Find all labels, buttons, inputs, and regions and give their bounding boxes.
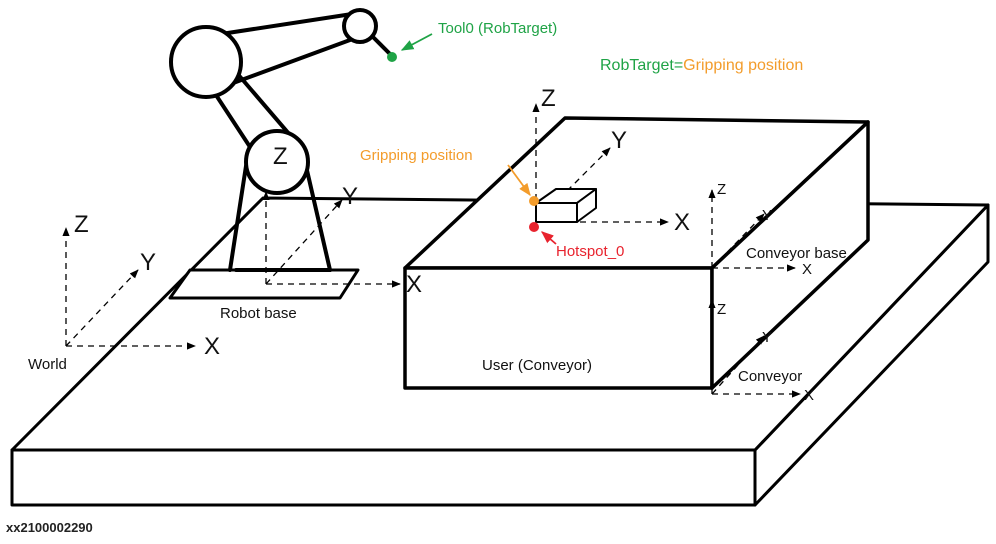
- gripping-position-label: Gripping position: [360, 147, 473, 164]
- hotspot-pointer: [541, 231, 557, 245]
- conveyor-frame: [708, 299, 801, 398]
- conveyor-base-y-label: Y: [762, 207, 772, 224]
- robtarget-value: Gripping position: [683, 57, 803, 74]
- robtarget-equals: =: [674, 57, 683, 74]
- hotspot-point: [529, 222, 539, 232]
- tool0-label: Tool0 (RobTarget): [438, 20, 557, 37]
- gripping-point: [529, 196, 539, 206]
- robot-base-label: Robot base: [220, 305, 297, 322]
- target-z-label: Z: [541, 85, 556, 112]
- world-frame: [62, 227, 196, 350]
- world-y-label: Y: [140, 249, 156, 276]
- tool0-pointer: [400, 33, 433, 51]
- robot-arm: [169, 8, 394, 272]
- robot-z-label: Z: [273, 143, 288, 170]
- robot-base-plate: [168, 268, 360, 300]
- conveyor-label: Conveyor: [738, 368, 802, 385]
- world-label: World: [28, 356, 67, 373]
- conveyor-y-label: Y: [762, 329, 772, 346]
- world-x-label: X: [204, 333, 220, 360]
- robtarget-prefix: RobTarget: [600, 57, 674, 74]
- tool0-point: [387, 52, 397, 62]
- target-y-label: Y: [611, 127, 627, 154]
- robot-x-label: X: [406, 271, 422, 298]
- world-z-label: Z: [74, 211, 89, 238]
- conveyor-z-label: Z: [717, 301, 726, 318]
- workpiece-box: [535, 188, 597, 223]
- robtarget-equation: RobTarget=Gripping position: [600, 57, 803, 74]
- conveyor-base-frame: [708, 189, 796, 272]
- hotspot-label: Hotspot_0: [556, 243, 624, 260]
- conveyor-base-z-label: Z: [717, 181, 726, 198]
- conveyor-base-x-label: X: [802, 261, 812, 278]
- target-x-label: X: [674, 209, 690, 236]
- user-conveyor-label: User (Conveyor): [482, 357, 592, 374]
- conveyor-base-label: Conveyor base: [746, 245, 847, 262]
- figure-id: xx2100002290: [6, 520, 93, 535]
- robot-y-label: Y: [342, 183, 358, 210]
- conveyor-x-label: X: [804, 387, 814, 404]
- robot-base-frame: [262, 191, 401, 288]
- gripping-pointer: [507, 164, 531, 197]
